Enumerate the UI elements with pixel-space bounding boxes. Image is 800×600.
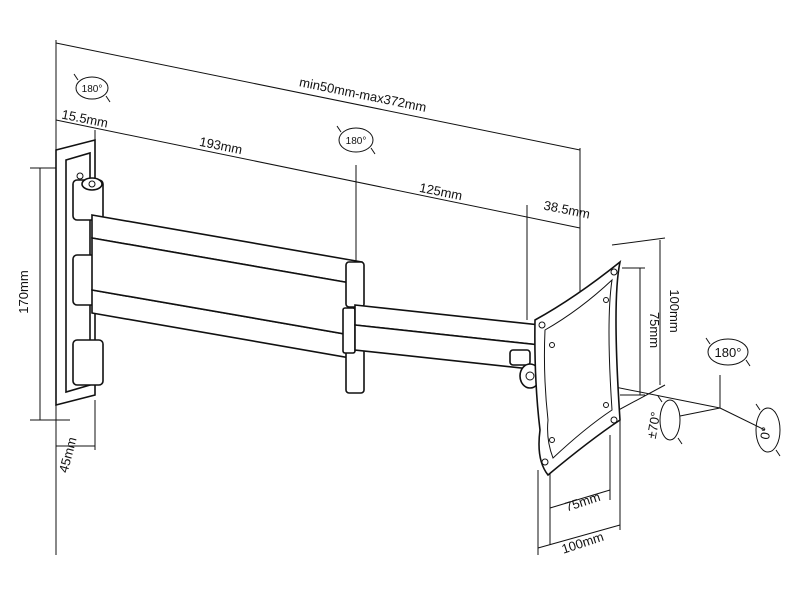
vesa-v-inner-label: 75mm [647,312,662,348]
wall-swivel-icon: 180° [73,73,111,103]
vesa-h-inner-label: 75mm [563,489,602,514]
rotate-label: 0° [757,426,774,441]
plate-height-label: 170mm [16,270,31,313]
wall-swivel-label: 180° [82,84,103,95]
elbow-swivel-icon: 180° [336,125,376,155]
tilt-label: ±70° [644,411,663,440]
arm-1 [91,214,363,361]
wall-offset-label: 15.5mm [60,107,109,131]
head-swivel-label: 180° [715,345,742,360]
vesa-h-outer-label: 100mm [560,529,606,557]
head-depth-label: 38.5mm [542,198,591,222]
rotate-icon: 0° [755,403,781,457]
total-length-label: min50mm-max372mm [298,74,428,114]
head-swivel-icon: 180° [705,337,751,367]
tilt-icon: ±70° [644,395,683,445]
elbow-joint [342,261,365,394]
vesa-v-outer-label: 100mm [667,289,682,332]
elbow-swivel-label: 180° [346,136,367,147]
plate-width-label: 45mm [56,435,80,474]
dimension-lines [30,40,766,555]
vesa-plate [534,259,622,477]
